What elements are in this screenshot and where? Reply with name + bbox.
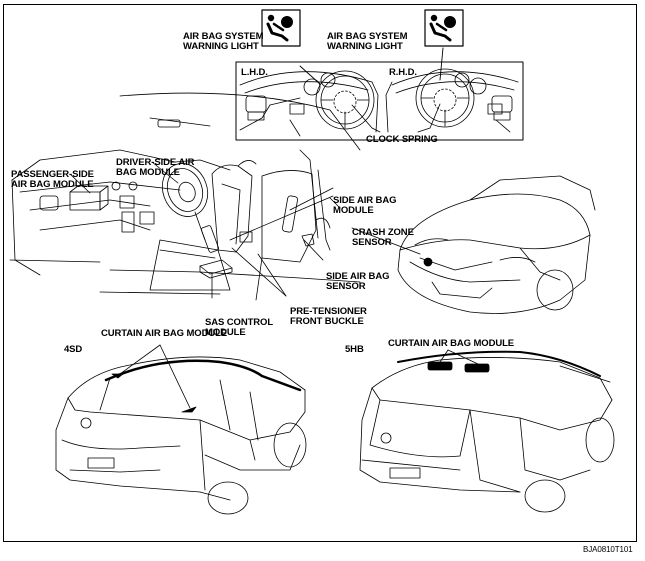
interior-illustration [9, 92, 361, 301]
curtain-airbag-label-5hb: CURTAIN AIR BAG MODULE [388, 338, 515, 349]
sedan-4sd-illustration [55, 356, 307, 515]
clock-spring-label: CLOCK SPRING [366, 134, 438, 145]
leader-lines [70, 161, 479, 409]
model-5hb-label: 5HB [345, 344, 364, 355]
dashboard-inset-box [235, 61, 524, 141]
figure-code-label: BJA0810T101 [583, 545, 633, 554]
lhd-dashboard-illustration [239, 65, 379, 137]
hatchback-5hb-illustration [359, 350, 615, 513]
model-4sd-label: 4SD [64, 344, 83, 355]
rhd-dashboard-illustration [385, 47, 519, 133]
warning-light-icon-rhd [424, 9, 464, 47]
warning-light-icon-lhd [261, 9, 301, 47]
rhd-label: R.H.D. [389, 67, 417, 78]
lhd-label: L.H.D. [241, 67, 268, 78]
curtain-airbag-label-4sd: CURTAIN AIR BAG MODULE [101, 328, 228, 339]
front-car-illustration [397, 175, 596, 314]
figure-frame [3, 4, 637, 542]
